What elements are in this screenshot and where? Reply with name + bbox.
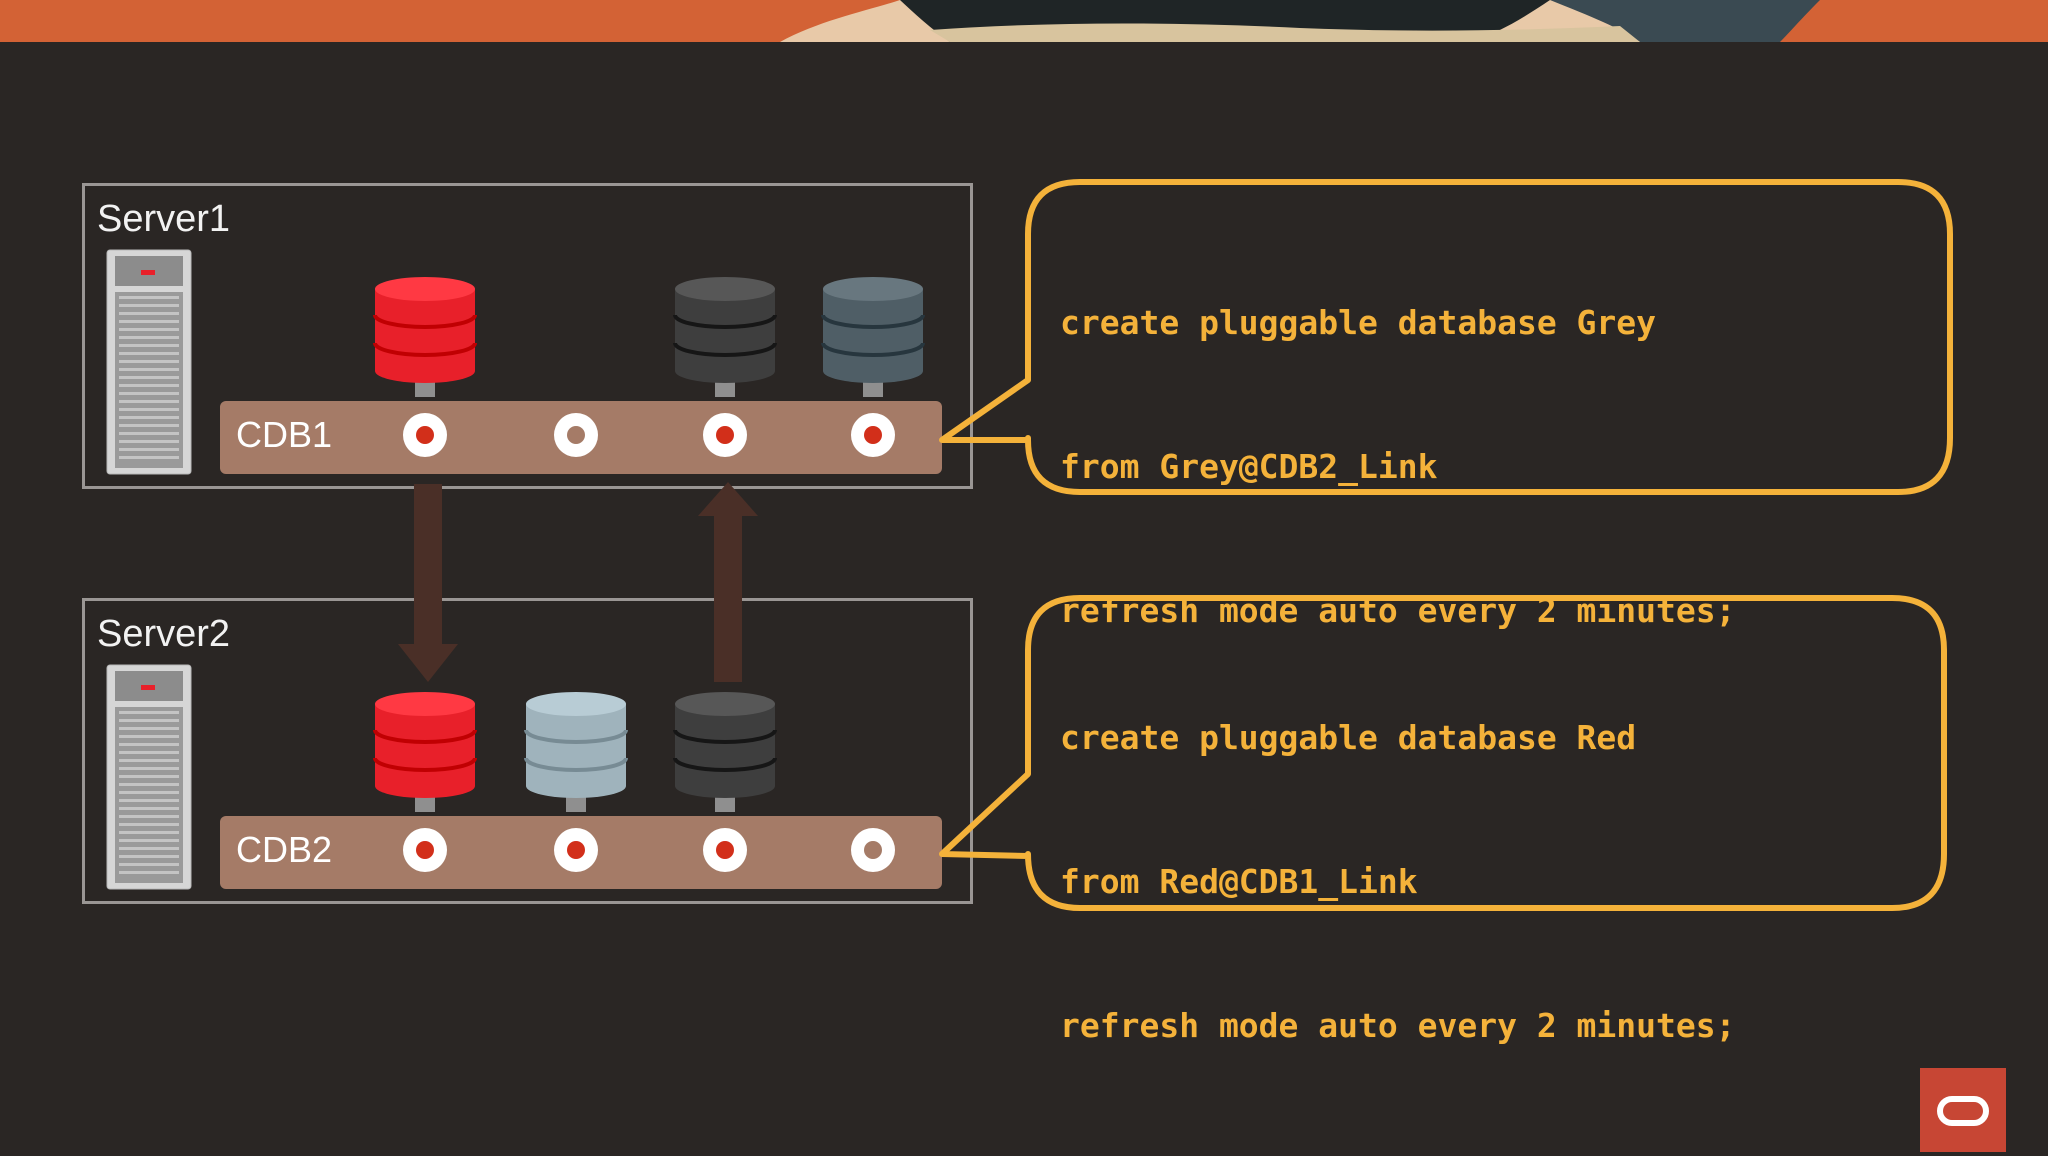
code-line: from Red@CDB1_Link xyxy=(1060,862,1418,901)
active-port-icon xyxy=(554,828,598,872)
inactive-port-icon xyxy=(554,413,598,457)
database-cylinder-icon xyxy=(821,277,925,397)
code-line: refresh mode auto every 2 minutes; xyxy=(1060,1006,1736,1045)
inactive-port-icon xyxy=(851,828,895,872)
callout-box-red xyxy=(939,595,1947,911)
server-rack-icon xyxy=(106,664,192,890)
statement-grey-code: create pluggable database Grey from Grey… xyxy=(1060,203,1736,683)
database-cylinder-icon xyxy=(524,692,628,812)
database-cylinder-icon xyxy=(673,277,777,397)
database-cylinder-icon xyxy=(373,692,477,812)
active-port-icon xyxy=(403,828,447,872)
server2-label: Server2 xyxy=(97,613,231,655)
code-line: refresh mode auto every 2 minutes; xyxy=(1060,591,1736,630)
server-rack-icon xyxy=(106,249,192,475)
callout-box-grey xyxy=(939,179,1953,495)
database-cylinder-icon xyxy=(373,277,477,397)
statement-red-code: create pluggable database Red from Red@C… xyxy=(1060,618,1736,1098)
active-port-icon xyxy=(703,828,747,872)
active-port-icon xyxy=(703,413,747,457)
server2-box: Server2 CDB2 xyxy=(82,598,973,904)
code-line: from Grey@CDB2_Link xyxy=(1060,447,1438,486)
oracle-logo-icon xyxy=(1920,1068,2006,1152)
active-port-icon xyxy=(403,413,447,457)
database-cylinder-icon xyxy=(673,692,777,812)
cdb1-label: CDB1 xyxy=(236,414,333,455)
header-banner xyxy=(0,0,2048,42)
server1-box: Server1 CDB1 xyxy=(82,183,973,489)
active-port-icon xyxy=(851,413,895,457)
code-line: create pluggable database Red xyxy=(1060,718,1637,757)
server1-label: Server1 xyxy=(97,198,231,240)
up-arrow-icon xyxy=(698,482,758,682)
down-arrow-icon xyxy=(398,484,458,682)
code-line: create pluggable database Grey xyxy=(1060,303,1657,342)
cdb2-label: CDB2 xyxy=(236,829,333,870)
